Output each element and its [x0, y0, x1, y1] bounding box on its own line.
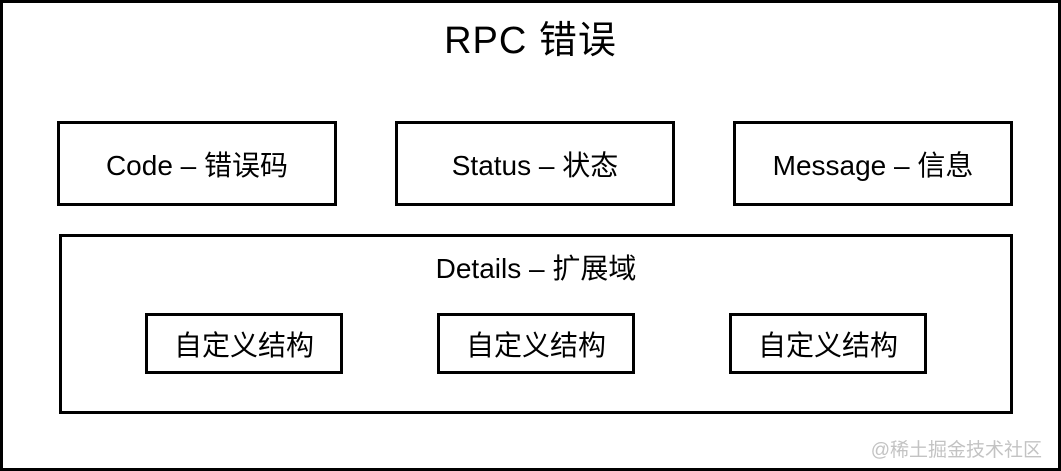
details-box: Details – 扩展域 自定义结构 自定义结构 自定义结构 — [59, 234, 1013, 414]
field-box-message: Message – 信息 — [733, 121, 1013, 206]
details-items-row: 自定义结构 自定义结构 自定义结构 — [62, 313, 1010, 374]
custom-struct-box-1: 自定义结构 — [145, 313, 343, 374]
field-box-status: Status – 状态 — [395, 121, 675, 206]
custom-struct-box-2: 自定义结构 — [437, 313, 635, 374]
field-box-code: Code – 错误码 — [57, 121, 337, 206]
details-label: Details – 扩展域 — [435, 253, 637, 284]
watermark: @稀土掘金技术社区 — [870, 440, 1042, 461]
diagram-title: RPC 错误 — [444, 20, 617, 62]
fields-row: Code – 错误码 Status – 状态 Message – 信息 — [57, 121, 1013, 206]
custom-struct-box-3: 自定义结构 — [729, 313, 927, 374]
